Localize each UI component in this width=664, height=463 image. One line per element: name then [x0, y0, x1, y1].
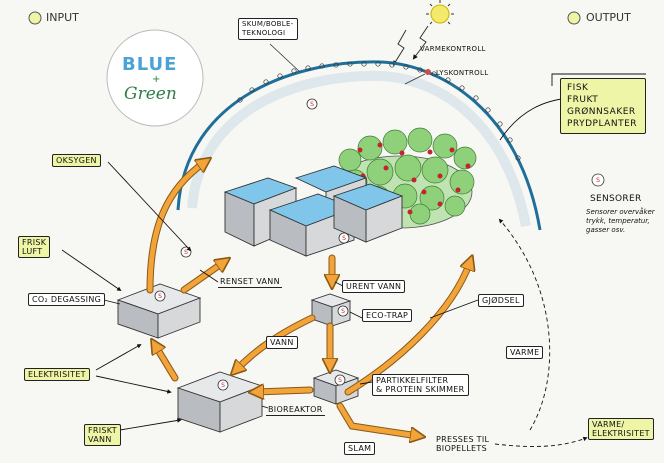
co2-label-line — [103, 299, 121, 305]
dome-inner — [187, 70, 531, 227]
co2-degassing-label: CO₂ DEGASSING — [28, 293, 106, 306]
sensor-badge-text-7: S — [221, 382, 225, 389]
flow-arrow-fertilizer — [345, 262, 470, 395]
output-bracket — [551, 73, 646, 86]
heat-ray-arrow — [392, 29, 407, 66]
fish-tanks — [223, 165, 404, 257]
sensor-badge-text-4: S — [158, 293, 162, 300]
heat-dashed-arrow — [498, 218, 551, 431]
sensors-description: Sensorer overvåker trykk, temperatur, ga… — [586, 208, 655, 235]
control-sensor-dot — [425, 69, 431, 75]
sensor-badge-text-legend: S — [596, 177, 600, 184]
ecotrap-line — [349, 311, 363, 319]
sensor-badge-text-6: S — [338, 377, 342, 384]
bioreactor-line — [261, 405, 269, 409]
heat-control-label: VARMEKONTROLL — [420, 45, 486, 53]
sensors-desc-line-2: trykk, temperatur, — [586, 217, 650, 225]
control-callout-line — [404, 73, 426, 85]
output-legend-icon — [567, 11, 581, 25]
sun-icon — [426, 0, 454, 25]
filter-label: PARTIKKELFILTER & PROTEIN SKIMMER — [372, 374, 469, 396]
bioreactor-label: BIOREAKTOR — [266, 405, 325, 416]
sensor-badge-text-3: S — [184, 249, 188, 256]
sensor-badges — [154, 98, 605, 391]
pellets-line-2: BIOPELLETS — [436, 444, 487, 453]
fresh-water-arrow — [119, 418, 182, 431]
output-fish: FISK — [567, 83, 589, 93]
sludge-label: SLAM — [344, 442, 376, 455]
fertilizer-label: GJØDSEL — [478, 294, 524, 307]
filter-line — [359, 381, 373, 385]
filter-line-1: PARTIKKELFILTER — [376, 376, 449, 385]
dome-label-line-1: SKUM/BOBLE- — [242, 20, 294, 28]
output-fruit: FRUKT — [567, 95, 599, 105]
pellets-to-heat-arrow — [494, 436, 588, 447]
heat-elec-line-1: VARME/ — [592, 420, 625, 429]
filter-line-2: & PROTEIN SKIMMER — [376, 385, 465, 394]
flow-arrow-bio-to-filter — [256, 390, 313, 392]
water-label: VANN — [266, 336, 298, 349]
flow-arrow-clean-water — [181, 262, 224, 293]
eco-trap-label: ECO-TRAP — [362, 309, 413, 322]
sensor-badge-text-5: S — [341, 308, 345, 315]
output-vegetables: GRØNNSAKER — [567, 107, 636, 117]
fertilizer-line — [429, 299, 479, 319]
dome-label: SKUM/BOBLE- TEKNOLOGI — [238, 18, 298, 40]
dirty-water-line — [334, 281, 344, 287]
dirty-water-label: URENT VANN — [342, 280, 406, 293]
logo-blue: BLUE — [122, 54, 178, 75]
sensor-badge-text-1: S — [310, 101, 314, 108]
flow-arrow-co2-to-tanks — [147, 162, 205, 293]
sun-ray-arrow — [412, 25, 429, 60]
heat-label: VARME — [506, 346, 544, 359]
dome-bubbles — [237, 61, 521, 161]
flow-arrow-bio-to-co2 — [155, 345, 178, 381]
pellets-label: PRESSES TIL BIOPELLETS — [434, 434, 491, 454]
output-ornamental: PRYDPLANTER — [567, 119, 638, 129]
sensor-badge-text-2: S — [342, 235, 346, 242]
dome-callout-line — [269, 43, 301, 73]
input-legend-icon — [28, 11, 42, 25]
fresh-water-line-2: VANN — [88, 435, 112, 444]
fresh-water-label: FRISKT VANN — [84, 424, 121, 446]
eco-trap-unit — [310, 293, 352, 327]
output-products-box: FISK FRUKT GRØNNSAKER PRYDPLANTER — [560, 78, 647, 134]
oxygen-arrow — [107, 161, 192, 252]
fresh-water-line-1: FRISKT — [88, 426, 117, 435]
input-legend-label: INPUT — [46, 11, 79, 24]
dome — [176, 60, 542, 231]
light-control-label: LYSKONTROLL — [436, 69, 489, 77]
clean-water-line — [199, 269, 219, 283]
pellets-line-1: PRESSES TIL — [436, 435, 490, 444]
electricity-arrow-2 — [95, 344, 142, 371]
sensors-desc-line-3: gasser osv. — [586, 226, 626, 234]
flow-arrow-sludge — [337, 403, 418, 436]
co2-degassing-unit — [116, 283, 202, 339]
fresh-air-label: FRISK LUFT — [18, 236, 51, 258]
electricity-label: ELEKTRISITET — [24, 368, 90, 381]
dome-label-line-2: TEKNOLOGI — [242, 29, 286, 37]
fresh-air-line-1: FRISK — [22, 238, 47, 247]
sensors-title: SENSORER — [590, 194, 642, 204]
electricity-arrow-1 — [95, 375, 172, 394]
heat-electricity-label: VARME/ ELEKTRISITET — [588, 418, 654, 440]
sensors-desc-line-1: Sensorer overvåker — [586, 208, 655, 216]
heat-elec-line-2: ELEKTRISITET — [592, 429, 650, 438]
flow-arrow-water — [236, 315, 315, 370]
logo-circle — [106, 29, 204, 127]
fresh-air-arrow — [61, 249, 122, 292]
oxygen-label: OKSYGEN — [52, 154, 101, 167]
fresh-air-line-2: LUFT — [22, 247, 43, 256]
logo-plus: + — [152, 74, 161, 85]
output-legend-label: OUTPUT — [586, 11, 631, 24]
clean-water-label: RENSET VANN — [218, 277, 282, 288]
logo-green: Green — [124, 84, 177, 104]
